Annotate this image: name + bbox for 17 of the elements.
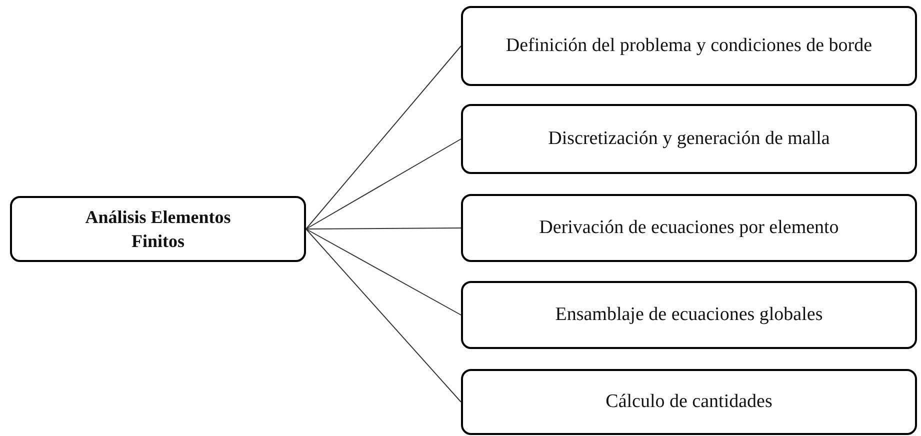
connector-line	[306, 228, 462, 402]
connector-line	[306, 138, 462, 230]
step-text: Discretización y generación de malla	[548, 127, 830, 151]
connector-line	[306, 228, 462, 316]
process-box	[461, 194, 917, 262]
connector-line	[306, 46, 462, 230]
process-box	[10, 196, 306, 262]
step-text: Cálculo de cantidades	[606, 390, 772, 414]
process-box	[461, 281, 917, 349]
process-box	[461, 369, 917, 435]
process-box	[461, 104, 917, 174]
process-box	[461, 6, 917, 86]
connector-line	[306, 228, 462, 230]
step-text: Derivación de ecuaciones por elemento	[539, 216, 839, 240]
step-text: Definición del problema y condiciones de borde	[506, 34, 872, 58]
step-text: Ensamblaje de ecuaciones globales	[555, 303, 823, 327]
title-text: Análisis Elementos Finitos	[84, 206, 232, 253]
